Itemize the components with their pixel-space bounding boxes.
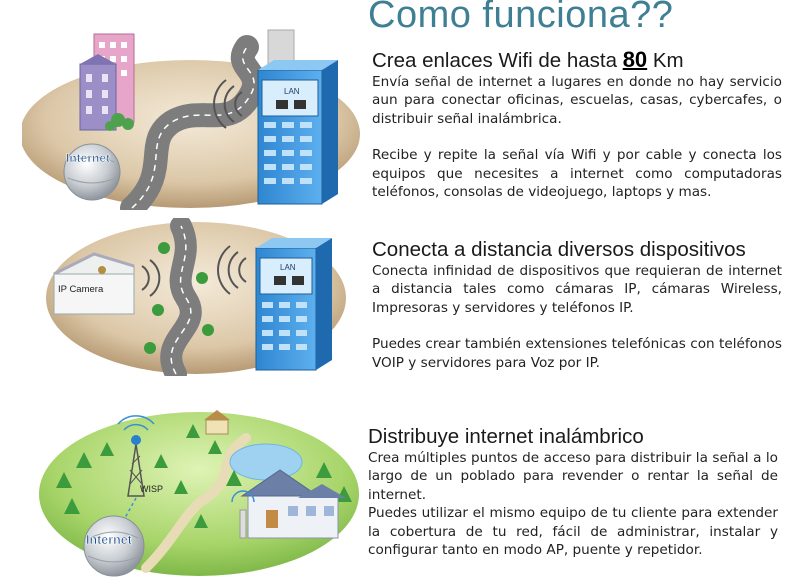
- section-paragraph: Puedes utilizar el mismo equipo de tu cl…: [368, 505, 778, 559]
- pink-building-icon: [79, 33, 135, 131]
- section-heading: Crea enlaces Wifi de hasta 80 Km: [372, 48, 782, 73]
- internet-globe-icon: Internet: [63, 143, 121, 201]
- distance-value: 80: [622, 47, 648, 72]
- house-icon: [231, 469, 346, 539]
- lan-building-icon: LAN: [257, 60, 338, 205]
- ip-camera-building-icon: IP Camera: [53, 252, 135, 315]
- wifi-signal-icon: [141, 245, 247, 297]
- globe-label: Internet: [86, 533, 133, 547]
- section-paragraph: Conecta infinidad de dispositivos que re…: [372, 263, 782, 316]
- section-paragraph: Envía señal de internet a lugares en don…: [372, 74, 782, 127]
- camera-label: IP Camera: [58, 284, 104, 295]
- section-heading: Conecta a distancia diversos dispositivo…: [372, 238, 746, 261]
- globe-label: Internet: [66, 151, 110, 165]
- internet-globe-icon: Internet: [83, 515, 145, 577]
- section-distribute-internet: Distribuye internet inalámbrico Crea múl…: [368, 425, 778, 559]
- signal-beam: [115, 497, 137, 535]
- small-house-icon: [204, 410, 230, 435]
- lan-label: LAN: [284, 87, 300, 96]
- lan-building-icon: LAN: [255, 238, 332, 371]
- heading-unit: Km: [647, 49, 684, 72]
- remote-devices-illustration: IP Camera LAN: [46, 218, 346, 376]
- heading-text: Crea enlaces Wifi de hasta: [372, 49, 623, 72]
- path: [141, 433, 251, 573]
- section-heading: Distribuye internet inalámbrico: [368, 425, 644, 448]
- section-wifi-links: Crea enlaces Wifi de hasta 80 Km Envía s…: [372, 48, 782, 201]
- section-paragraph: Puedes crear también extensiones telefón…: [372, 336, 782, 371]
- section-paragraph: Crea múltiples puntos de acceso para dis…: [368, 450, 778, 503]
- section-remote-devices: Conecta a distancia diversos dispositivo…: [372, 238, 782, 372]
- wisp-tower-icon: WISP: [117, 415, 163, 497]
- lan-label: LAN: [280, 263, 296, 272]
- trees: [56, 424, 352, 528]
- wifi-link-illustration: LAN Internet: [22, 29, 360, 210]
- section-paragraph: Recibe y repite la señal vía Wifi y por …: [372, 147, 782, 201]
- page-title: Como funciona??: [368, 0, 674, 36]
- lake: [229, 443, 303, 481]
- wifi-signal-icon: [213, 79, 243, 129]
- tower-label: WISP: [140, 484, 163, 494]
- distribute-internet-illustration: WISP Internet: [39, 410, 359, 577]
